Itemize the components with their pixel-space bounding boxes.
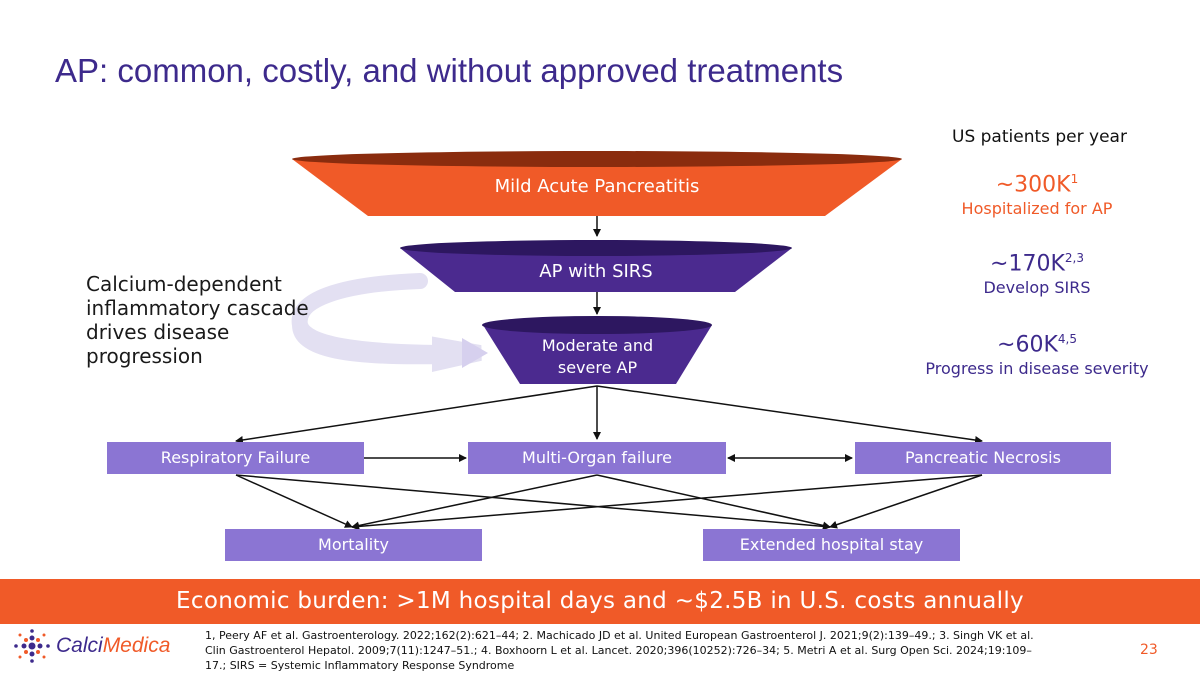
arrow-necrosis-to-hospital	[829, 474, 983, 529]
funnel-label-severe: Moderate and severe AP	[500, 335, 695, 379]
funnel-label-severe-line1: Moderate and	[541, 336, 654, 355]
arrow-severe-to-necrosis	[596, 385, 983, 444]
cascade-description: Calcium-dependent inflammatory cascade d…	[86, 272, 309, 368]
stat-hospitalized: ~300K1 Hospitalized for AP	[930, 172, 1144, 218]
funnel-level-severe	[483, 325, 712, 384]
funnel-level-sirs-top	[400, 240, 792, 256]
references: 1, Peery AF et al. Gastroenterology. 202…	[205, 629, 1034, 672]
box-extended-hospital-stay: Extended hospital stay	[703, 529, 960, 561]
arrow-respiratory-to-hospital	[235, 474, 831, 531]
stat-severity-ref: 4,5	[1057, 332, 1077, 346]
stat-sirs-label: Develop SIRS	[983, 278, 1091, 298]
stat-sirs-ref: 2,3	[1064, 251, 1084, 265]
arrow-necrosis-to-mortality	[351, 474, 983, 531]
box-mortality: Mortality	[225, 529, 482, 561]
logo-part1: Calci	[56, 634, 103, 657]
box-multi-organ-failure: Multi-Organ failure	[468, 442, 726, 474]
calcimedica-logo-icon	[14, 629, 50, 663]
cascade-swoosh-arrow	[291, 273, 482, 372]
funnel-label-sirs: AP with SIRS	[539, 261, 653, 282]
logo-part2: Medica	[102, 634, 171, 657]
arrow-multiorgan-to-hospital	[596, 474, 831, 530]
funnel-label-severe-line2: severe AP	[557, 358, 638, 377]
page-number: 23	[1140, 642, 1158, 658]
stat-hospitalized-label: Hospitalized for AP	[961, 199, 1113, 219]
slide-title: AP: common, costly, and without approved…	[55, 52, 844, 89]
box-respiratory-failure: Respiratory Failure	[107, 442, 364, 474]
stat-hospitalized-value: ~300K	[995, 172, 1071, 198]
cascade-swoosh-head	[462, 338, 488, 368]
stat-sirs-value: ~170K	[990, 251, 1065, 277]
arrow-multiorgan-to-mortality	[351, 474, 598, 530]
arrow-respiratory-to-mortality	[235, 474, 353, 528]
funnel-level-severe-top	[482, 316, 712, 334]
funnel-level-mild-top	[292, 151, 902, 167]
economic-burden-banner: Economic burden: >1M hospital days and ~…	[0, 579, 1200, 624]
funnel-label-mild: Mild Acute Pancreatitis	[494, 176, 700, 197]
stat-severity-label: Progress in disease severity	[925, 359, 1149, 379]
stats-header: US patients per year	[952, 127, 1127, 147]
logo-wordmark: CalciMedica	[56, 634, 170, 658]
box-pancreatic-necrosis: Pancreatic Necrosis	[855, 442, 1111, 474]
stat-hospitalized-ref: 1	[1070, 172, 1079, 186]
funnel-level-mild	[292, 159, 902, 216]
stat-sirs: ~170K2,3 Develop SIRS	[930, 251, 1144, 297]
stat-severity-value: ~60K	[997, 332, 1058, 358]
stat-severity: ~60K4,5 Progress in disease severity	[910, 332, 1164, 378]
arrow-severe-to-respiratory	[235, 385, 598, 444]
funnel-level-sirs	[400, 248, 792, 292]
